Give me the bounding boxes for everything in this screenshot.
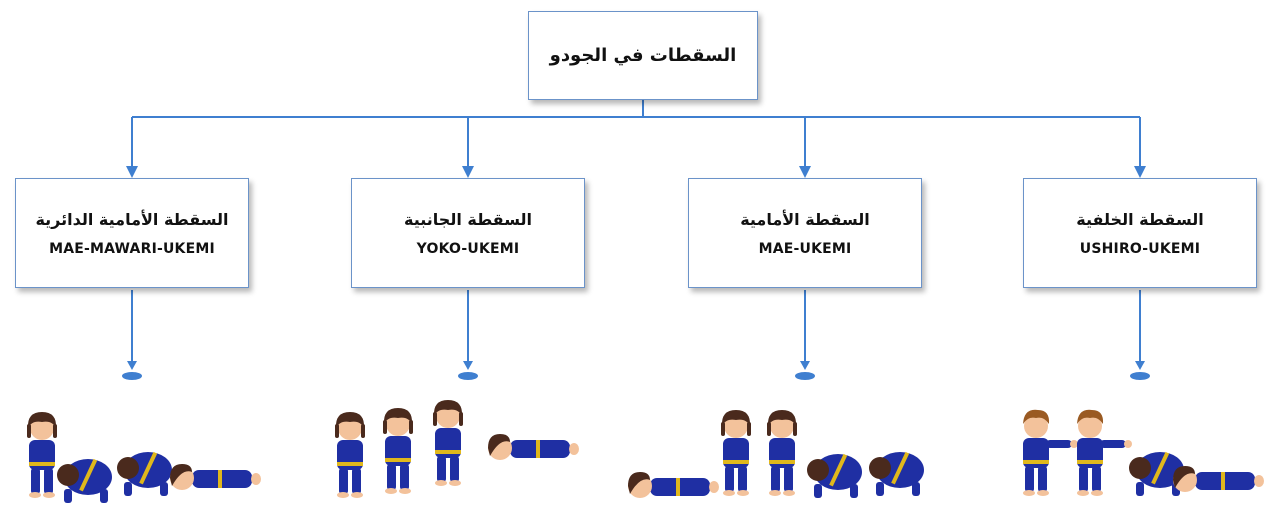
figure-arrow-1 [127, 361, 137, 370]
figure-arrow-4 [1135, 361, 1145, 370]
end-dot-2 [458, 372, 478, 380]
root-title: السقطات في الجودو [549, 45, 737, 66]
branch-english-title: MAE-UKEMI [758, 240, 852, 257]
branch-arabic-title: السقطة الجانبية [404, 209, 532, 229]
end-dot-4 [1130, 372, 1150, 380]
end-dot-1 [122, 372, 142, 380]
end-dot-3 [795, 372, 815, 380]
branch-box-yoko-ukemi: السقطة الجانبية YOKO-UKEMI [351, 178, 585, 288]
arrow-head-1 [126, 166, 138, 178]
branch-arabic-title: السقطة الأمامية [740, 209, 870, 229]
figures-mae-mawari-ukemi [27, 412, 261, 503]
figures-mae-ukemi [628, 410, 924, 498]
branch-box-mae-ukemi: السقطة الأمامية MAE-UKEMI [688, 178, 922, 288]
arrow-head-3 [799, 166, 811, 178]
branch-english-title: MAE-MAWARI-UKEMI [49, 240, 215, 257]
figure-arrow-3 [800, 361, 810, 370]
figure-arrow-2 [463, 361, 473, 370]
arrow-head-2 [462, 166, 474, 178]
branch-box-ushiro-ukemi: السقطة الخلفية USHIRO-UKEMI [1023, 178, 1257, 288]
figures-ushiro-ukemi [1023, 409, 1264, 496]
branch-arabic-title: السقطة الخلفية [1076, 209, 1204, 229]
branch-arabic-title: السقطة الأمامية الدائرية [35, 209, 229, 229]
branch-english-title: USHIRO-UKEMI [1079, 240, 1201, 257]
figures-yoko-ukemi [335, 400, 579, 498]
branch-english-title: YOKO-UKEMI [416, 240, 520, 257]
arrow-head-4 [1134, 166, 1146, 178]
branch-box-mae-mawari-ukemi: السقطة الأمامية الدائرية MAE-MAWARI-UKEM… [15, 178, 249, 288]
root-box: السقطات في الجودو [528, 11, 758, 100]
